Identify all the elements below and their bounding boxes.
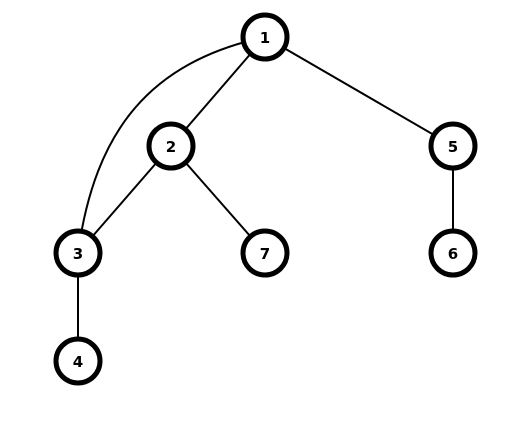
edge-n1-n3 (77, 36, 266, 254)
node-label: 7 (260, 245, 270, 263)
node-label: 6 (448, 245, 458, 263)
node-circle (240, 228, 290, 278)
node-label: 3 (73, 245, 83, 263)
node-label: 2 (166, 138, 176, 156)
node-circle (240, 12, 290, 62)
graph-node-6: 6 (428, 228, 478, 278)
node-label: 4 (73, 353, 83, 371)
node-label: 5 (448, 138, 458, 156)
node-circle (428, 121, 478, 171)
graph-node-7: 7 (240, 228, 290, 278)
edge-n1-n5 (264, 36, 454, 147)
graph-node-2: 2 (146, 121, 196, 171)
node-circle (53, 228, 103, 278)
node-circle (146, 121, 196, 171)
node-label: 1 (260, 29, 270, 47)
graph-node-4: 4 (53, 336, 103, 386)
graph-node-5: 5 (428, 121, 478, 171)
node-circle (53, 336, 103, 386)
node-layer: 1 2 3 4 5 6 7 (53, 12, 478, 386)
edge-layer (77, 36, 454, 362)
graph-node-1: 1 (240, 12, 290, 62)
node-circle (428, 228, 478, 278)
graph-node-3: 3 (53, 228, 103, 278)
